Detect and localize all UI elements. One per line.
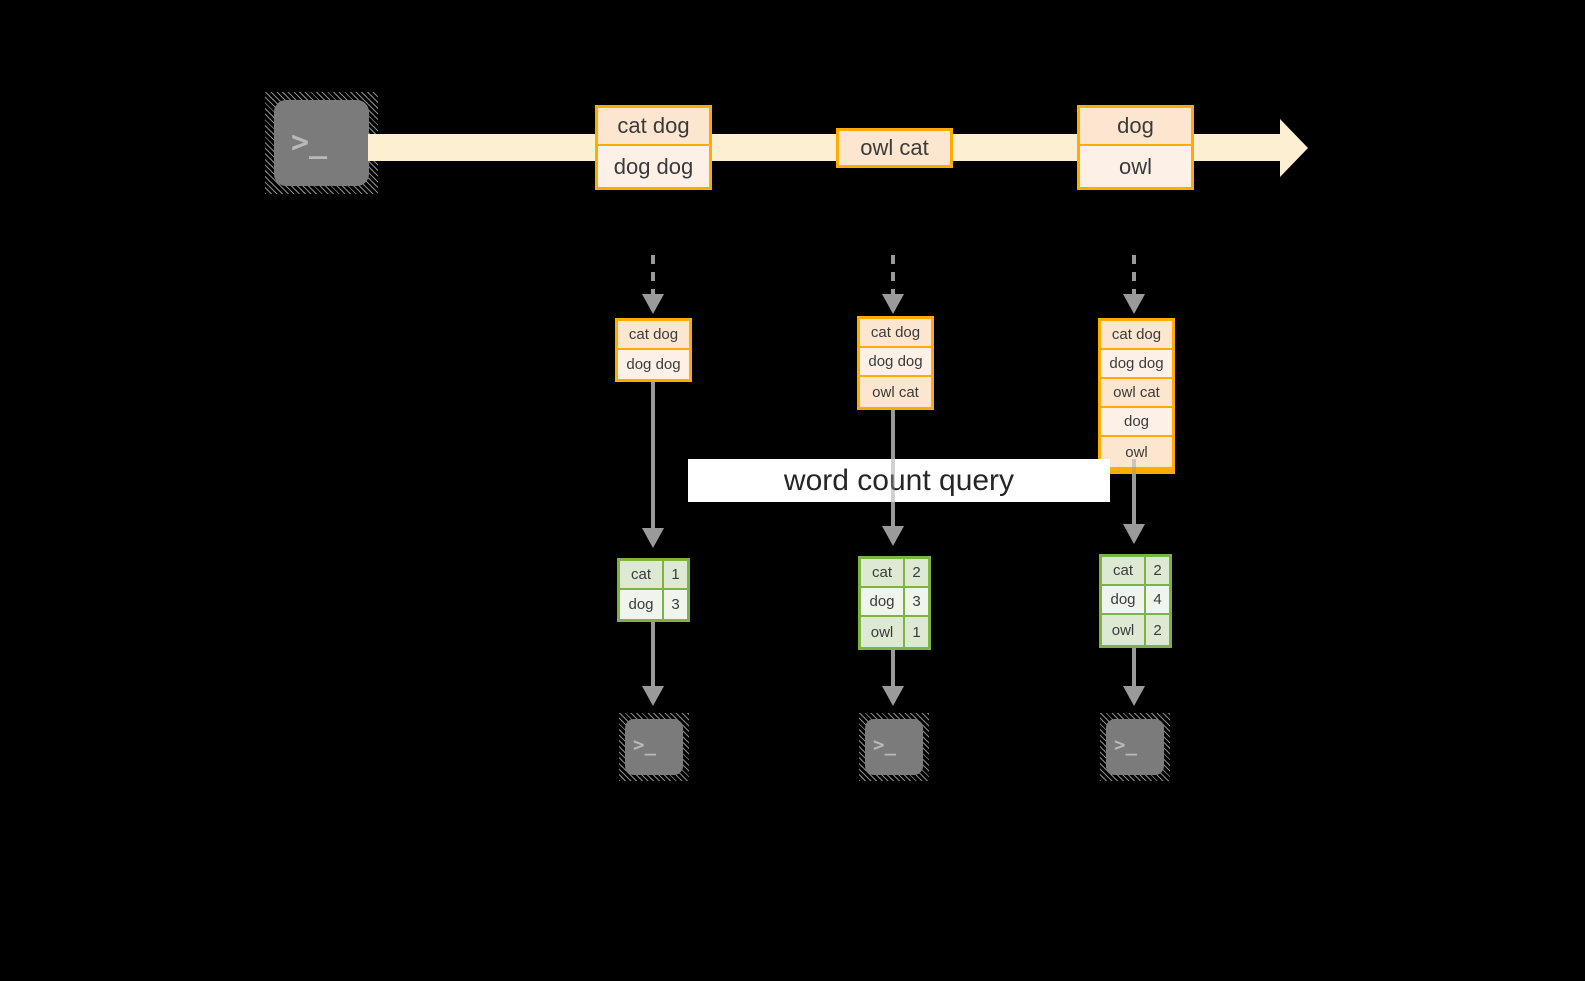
result-row: cat 1: [620, 561, 687, 590]
result-count-cell: 2: [1146, 557, 1169, 584]
connector-over-label-trigger-2: [891, 459, 895, 502]
stream-to-input-arrowhead: [882, 294, 904, 314]
result-row: owl 2: [1102, 615, 1169, 645]
result-row: cat 2: [861, 559, 928, 588]
stream-group-batch-1: cat dog dog dog: [595, 105, 712, 190]
input-table-trigger-3: cat dog dog dog owl cat dog owl: [1098, 318, 1175, 474]
result-word-cell: dog: [861, 588, 905, 615]
stream-to-input-arrowhead: [642, 294, 664, 314]
result-count-cell: 3: [905, 588, 928, 615]
terminal-prompt-glyph: >_: [291, 125, 328, 160]
terminal-body: [274, 100, 369, 186]
connector-over-label-trigger-3: [1132, 459, 1136, 502]
result-word-cell: owl: [1102, 615, 1146, 645]
result-count-cell: 2: [905, 559, 928, 586]
result-to-sink-arrowhead: [1123, 686, 1145, 706]
stream-to-input-connector: [1132, 255, 1136, 298]
input-to-result-arrowhead: [882, 526, 904, 546]
stream-to-input-connector: [651, 255, 655, 298]
input-table-trigger-2: cat dog dog dog owl cat: [857, 316, 934, 410]
result-to-sink-connector: [891, 650, 895, 690]
result-count-cell: 4: [1146, 586, 1169, 613]
result-row: dog 4: [1102, 586, 1169, 615]
stream-event: owl: [1080, 146, 1191, 187]
stream-to-input-connector: [891, 255, 895, 298]
stream-event: owl cat: [839, 131, 950, 165]
result-to-sink-arrowhead: [882, 686, 904, 706]
result-row: dog 3: [861, 588, 928, 617]
result-table-trigger-3: cat 2 dog 4 owl 2: [1099, 554, 1172, 648]
input-table-row: cat dog: [860, 319, 931, 348]
input-table-row: owl cat: [860, 377, 931, 407]
source-terminal-icon: >_: [265, 92, 378, 194]
stream-group-batch-2: owl cat: [836, 128, 953, 168]
input-to-result-connector: [651, 382, 655, 532]
input-table-trigger-1: cat dog dog dog: [615, 318, 692, 382]
query-label-text: word count query: [783, 463, 1015, 497]
sink-terminal-icon-trigger-1: >_: [619, 713, 689, 781]
input-table-row: owl: [1101, 437, 1172, 467]
result-count-cell: 2: [1146, 615, 1169, 645]
result-row: dog 3: [620, 590, 687, 619]
stream-event: dog: [1080, 108, 1191, 146]
input-table-row: dog dog: [860, 348, 931, 377]
input-table-row: dog dog: [618, 350, 689, 379]
result-word-cell: dog: [1102, 586, 1146, 613]
input-to-result-connector: [1132, 474, 1136, 530]
result-count-cell: 1: [664, 561, 687, 588]
result-word-cell: dog: [620, 590, 664, 619]
input-to-result-arrowhead: [642, 528, 664, 548]
terminal-body: [625, 719, 683, 775]
result-row: owl 1: [861, 617, 928, 647]
input-table-row: owl cat: [1101, 379, 1172, 408]
sink-terminal-icon-trigger-2: >_: [859, 713, 929, 781]
input-table-row: dog dog: [1101, 350, 1172, 379]
result-to-sink-connector: [651, 622, 655, 690]
event-stream-arrowhead: [1280, 119, 1308, 177]
input-table-row: dog: [1101, 408, 1172, 437]
input-table-row: cat dog: [618, 321, 689, 350]
stream-event: cat dog: [598, 108, 709, 146]
stream-group-batch-3: dog owl: [1077, 105, 1194, 190]
result-to-sink-connector: [1132, 648, 1136, 690]
result-word-cell: cat: [1102, 557, 1146, 584]
input-to-result-arrowhead: [1123, 524, 1145, 544]
input-table-row: cat dog: [1101, 321, 1172, 350]
terminal-body: [1106, 719, 1164, 775]
result-word-cell: cat: [620, 561, 664, 588]
result-word-cell: cat: [861, 559, 905, 586]
result-table-trigger-1: cat 1 dog 3: [617, 558, 690, 622]
terminal-prompt-glyph: >_: [633, 734, 656, 756]
result-row: cat 2: [1102, 557, 1169, 586]
sink-terminal-icon-trigger-3: >_: [1100, 713, 1170, 781]
stream-to-input-arrowhead: [1123, 294, 1145, 314]
result-to-sink-arrowhead: [642, 686, 664, 706]
terminal-prompt-glyph: >_: [873, 734, 896, 756]
result-table-trigger-2: cat 2 dog 3 owl 1: [858, 556, 931, 650]
query-label-band: word count query: [688, 459, 1110, 502]
terminal-prompt-glyph: >_: [1114, 734, 1137, 756]
terminal-body: [865, 719, 923, 775]
result-word-cell: owl: [861, 617, 905, 647]
stream-event: dog dog: [598, 146, 709, 187]
result-count-cell: 1: [905, 617, 928, 647]
result-count-cell: 3: [664, 590, 687, 619]
